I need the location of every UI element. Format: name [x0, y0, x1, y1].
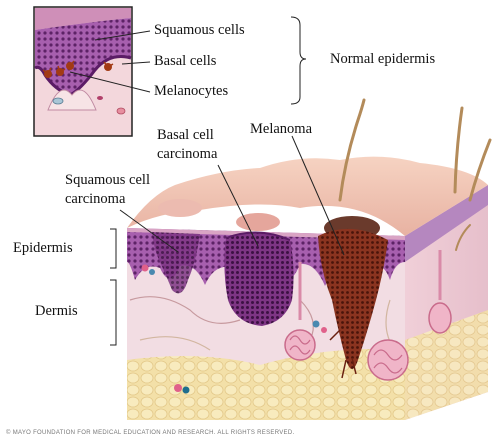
label-melanocytes: Melanocytes [154, 83, 228, 100]
label-dermis: Dermis [35, 303, 78, 320]
label-squamous-cell-carcinoma-1: Squamous cell [65, 172, 150, 189]
label-basal-cell-carcinoma-2: carcinoma [157, 146, 217, 163]
normal-epidermis-inset [34, 7, 132, 136]
label-squamous-cells: Squamous cells [154, 22, 245, 39]
sweat-gland [368, 340, 408, 380]
copyright-credit: © MAYO FOUNDATION FOR MEDICAL EDUCATION … [6, 430, 294, 436]
label-epidermis: Epidermis [13, 240, 73, 257]
epidermis-bracket [110, 229, 116, 268]
label-basal-cell-carcinoma-1: Basal cell [157, 127, 214, 144]
normal-epidermis-bracket [291, 17, 306, 104]
label-squamous-cell-carcinoma-2: carcinoma [65, 191, 125, 208]
basal-cell-carcinoma-tumor [224, 232, 293, 326]
dermis-bracket [110, 280, 116, 345]
label-normal-epidermis: Normal epidermis [330, 51, 435, 68]
label-melanoma: Melanoma [250, 121, 312, 138]
label-basal-cells: Basal cells [154, 53, 216, 70]
